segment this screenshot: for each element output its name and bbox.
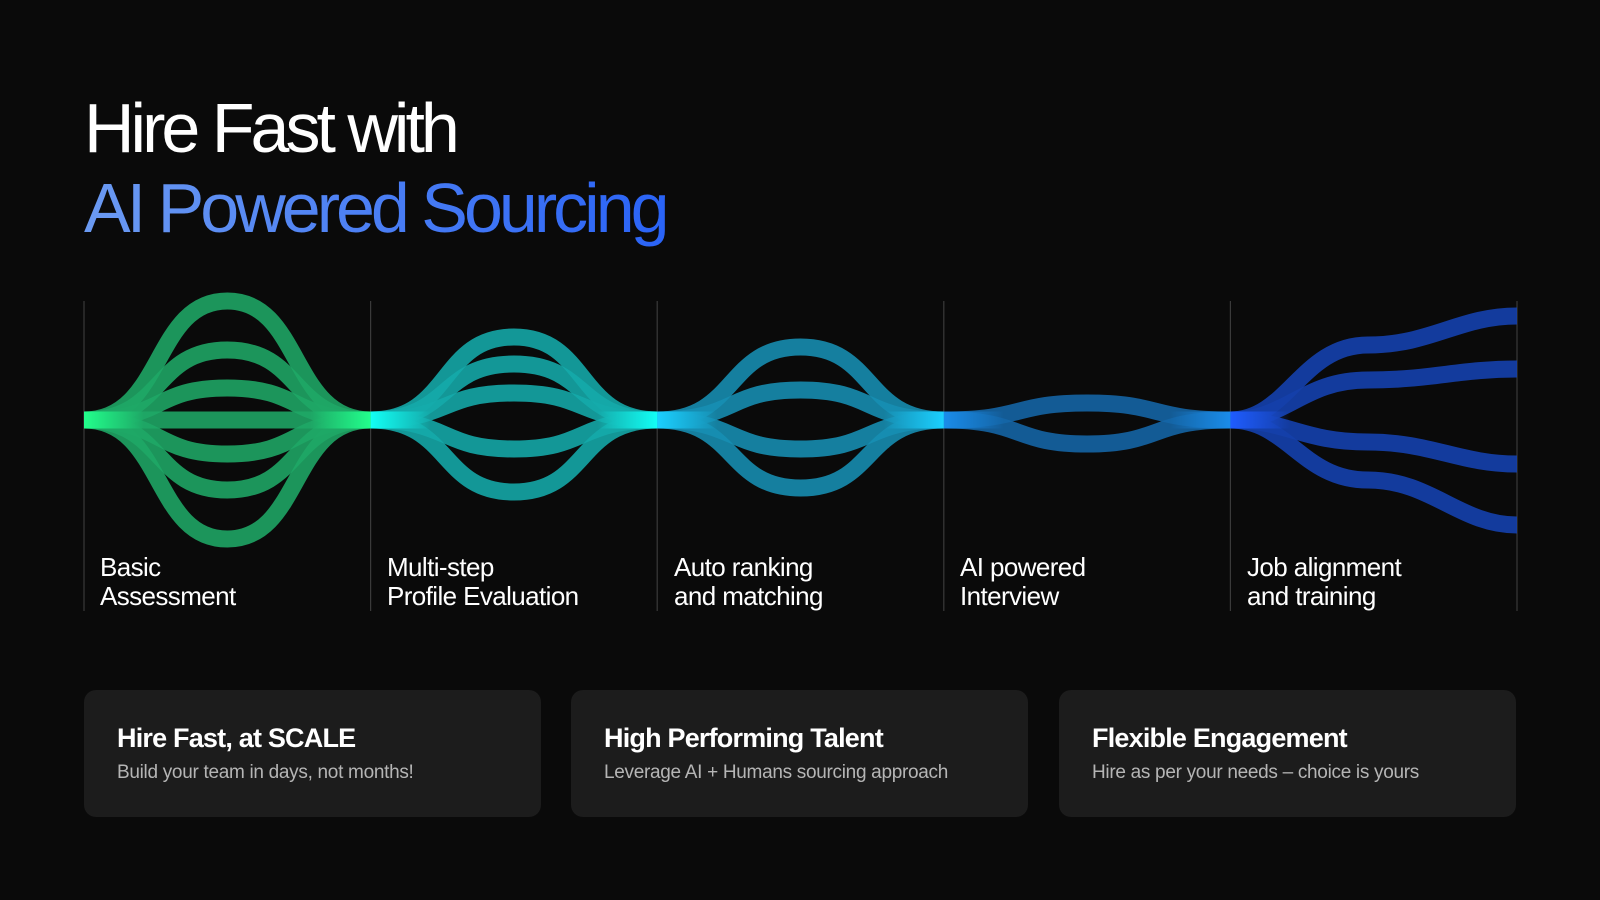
- pipeline-lane: [83, 411, 372, 548]
- stage-node-glow: [370, 411, 431, 429]
- stage-node-glow: [597, 411, 658, 429]
- feature-card-flexible: Flexible Engagement Hire as per your nee…: [1059, 690, 1516, 817]
- pipeline-lane: [656, 411, 945, 497]
- pipeline-lane: [1230, 360, 1518, 429]
- pipeline-lane: [83, 292, 372, 429]
- stage-node-glow: [1170, 411, 1231, 429]
- stage-label-basic-assessment: Basic Assessment: [100, 552, 236, 611]
- card-subtitle: Hire as per your needs – choice is yours: [1092, 762, 1419, 783]
- stage-label-profile-evaluation: Multi-step Profile Evaluation: [387, 552, 579, 611]
- card-title: High Performing Talent: [604, 723, 884, 753]
- pipeline-lane: [1229, 411, 1518, 534]
- card-subtitle: Leverage AI + Humans sourcing approach: [604, 762, 949, 783]
- stage-node-glow: [310, 411, 371, 429]
- stage-node-glow: [657, 411, 718, 429]
- card-title: Flexible Engagement: [1092, 723, 1348, 753]
- pipeline-lane: [370, 411, 658, 501]
- headline-line-1: Hire Fast with: [84, 89, 460, 167]
- stage-node-glow: [84, 411, 144, 429]
- stage-label-ai-interview: AI powered Interview: [960, 552, 1086, 611]
- card-title: Hire Fast, at SCALE: [117, 723, 356, 753]
- card-subtitle: Build your team in days, not months!: [117, 762, 414, 783]
- headline-line-2: AI Powered Sourcing: [84, 169, 670, 247]
- pipeline-lane: [656, 338, 945, 429]
- stage-label-auto-ranking: Auto ranking and matching: [674, 552, 824, 611]
- stage-label-job-alignment: Job alignment and training: [1247, 552, 1402, 611]
- stage-node-glow: [1230, 411, 1291, 429]
- stage-node-glow: [943, 411, 1004, 429]
- stage-node-glow: [883, 411, 944, 429]
- feature-card-talent: High Performing Talent Leverage AI + Hum…: [571, 690, 1028, 817]
- feature-card-hire-fast: Hire Fast, at SCALE Build your team in d…: [84, 690, 541, 817]
